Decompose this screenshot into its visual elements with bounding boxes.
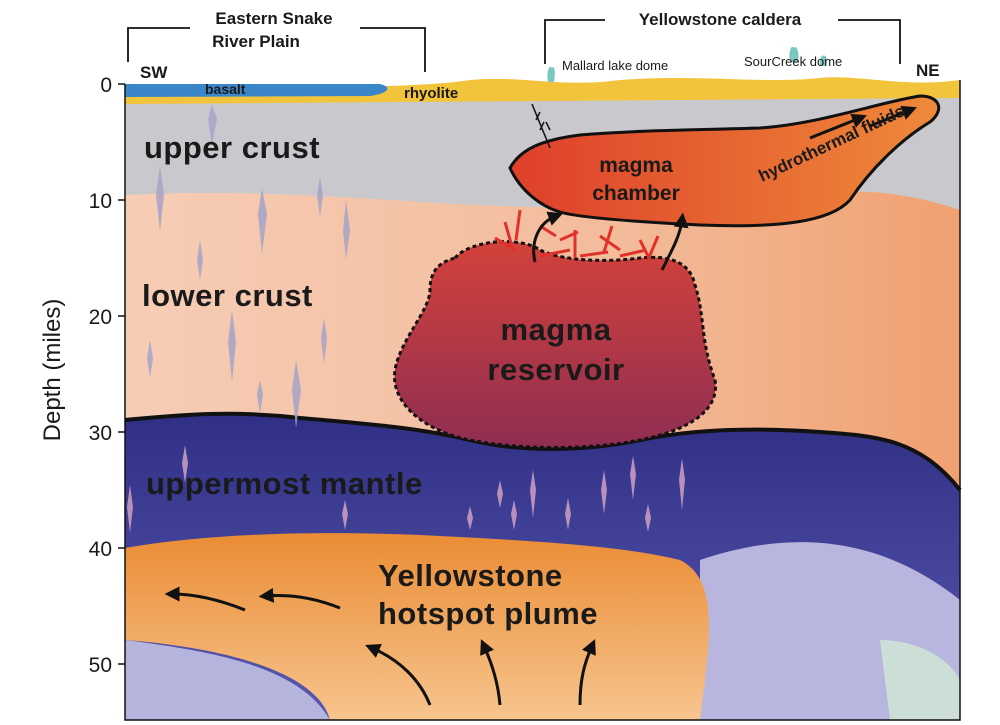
sourcreek-dome-icon — [789, 46, 799, 62]
y-tick-label: 30 — [89, 422, 112, 445]
y-axis — [118, 83, 125, 665]
mantle-melt-streaks — [127, 445, 685, 533]
rhyolite-label: rhyolite — [404, 85, 458, 102]
y-tick-label: 50 — [89, 654, 112, 677]
diagram-frame — [124, 80, 961, 721]
plume-arrow-5 — [578, 639, 596, 706]
magma-reservoir-shape — [392, 240, 718, 449]
magma-ascent-arrow-left — [532, 211, 564, 263]
hydrothermal-arrow-2 — [869, 105, 917, 128]
yellowstone-caldera-bracket — [544, 19, 901, 64]
plume-arrow-4 — [480, 639, 502, 706]
sw-label: SW — [140, 63, 168, 82]
basalt-layer — [125, 84, 388, 97]
magma-reservoir-label: magma — [500, 312, 611, 347]
y-tick-label: 10 — [89, 190, 112, 213]
sourcreek-dome-label: SourCreek dome — [744, 54, 842, 69]
y-axis-label: Depth (miles) — [39, 299, 66, 442]
magma-ascent-arrow-right — [660, 212, 689, 271]
hotspot-plume-layer — [125, 533, 709, 720]
mallard-lake-dome-icon — [547, 66, 555, 82]
y-tick-label: 0 — [100, 74, 112, 97]
y-tick-label: 20 — [89, 306, 112, 329]
rhyolite-layer — [125, 77, 960, 104]
plume-label: Yellowstone — [378, 558, 563, 593]
plume-arrow-1 — [164, 586, 246, 612]
plume-flow-arrows — [164, 586, 596, 706]
eastern-snake-label: River Plain — [212, 32, 300, 51]
dike-streaks — [147, 105, 350, 428]
lower-crust-label: lower crust — [142, 278, 313, 313]
uppermost-mantle-label: uppermost mantle — [146, 466, 423, 501]
deep-mantle-glow — [880, 640, 960, 720]
mallard-lake-dome-label: Mallard lake dome — [562, 58, 668, 73]
magma-cracks — [494, 209, 660, 261]
y-tick-label: 40 — [89, 538, 112, 561]
eastern-snake-bracket — [127, 27, 426, 72]
plume-arrow-3 — [365, 644, 432, 706]
hydrothermal-arrow-1 — [809, 113, 867, 140]
magma-chamber-label: magma — [599, 154, 673, 177]
eastern-snake-label: Eastern Snake — [215, 9, 332, 28]
yellowstone-caldera-label: Yellowstone caldera — [639, 10, 802, 29]
moho-boundary-line — [124, 411, 962, 492]
fault-mark-icon — [531, 103, 551, 149]
sourcreek-dome-icon-2 — [819, 55, 827, 66]
magma-chamber-label: chamber — [592, 182, 680, 205]
ne-label: NE — [916, 61, 940, 80]
plume-base-lavender — [125, 640, 330, 720]
magma-reservoir-label: reservoir — [487, 352, 624, 387]
upper-crust-label: upper crust — [144, 130, 320, 165]
plume-arrow-2 — [258, 587, 341, 610]
basalt-label: basalt — [205, 81, 246, 97]
plume-label: hotspot plume — [378, 596, 598, 631]
